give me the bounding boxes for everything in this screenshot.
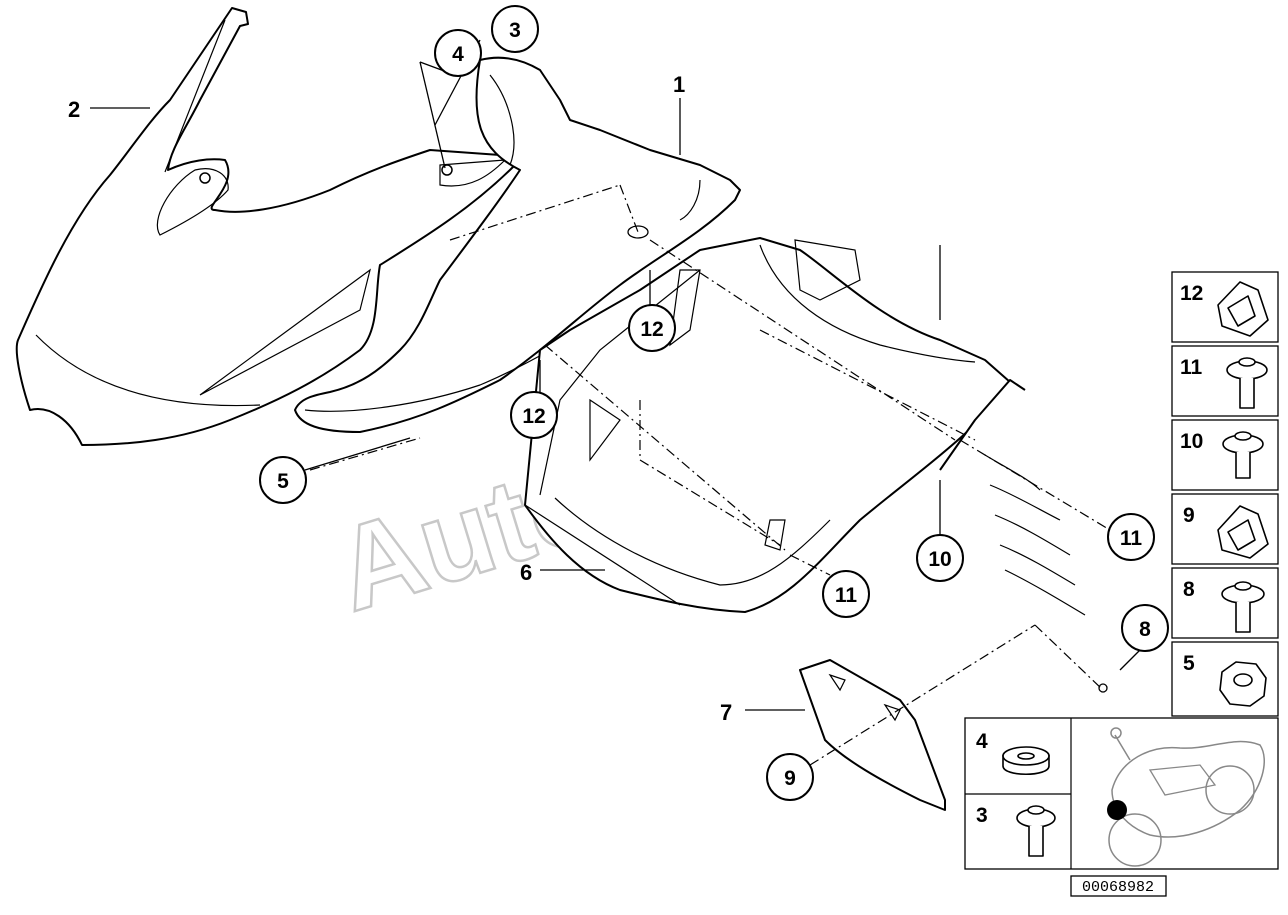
svg-text:8: 8: [1183, 578, 1195, 601]
svg-text:12: 12: [1180, 282, 1203, 305]
svg-text:5: 5: [277, 470, 289, 493]
hardware-legend: 12 11 10: [1171, 271, 1279, 717]
callout-10: 10: [916, 534, 964, 582]
callout-6: 6: [520, 560, 532, 585]
svg-text:4: 4: [976, 730, 988, 753]
part-cover-plate: [799, 659, 946, 811]
svg-text:10: 10: [1180, 430, 1203, 453]
legend-item-11: 11: [1171, 345, 1279, 417]
svg-text:11: 11: [835, 584, 858, 607]
washer-icon: [1002, 746, 1050, 775]
legend-item-10: 10: [1171, 419, 1279, 491]
reference-number-box: 00068982: [1070, 875, 1167, 897]
lower-legend: 4 3: [964, 717, 1279, 870]
callout-12-lower: 12: [510, 391, 558, 439]
svg-text:11: 11: [1120, 527, 1143, 550]
svg-text:3: 3: [976, 804, 988, 827]
svg-text:5: 5: [1183, 652, 1195, 675]
svg-text:10: 10: [928, 548, 951, 571]
screw-icon: [1222, 431, 1264, 479]
clip-nut-icon: [1217, 281, 1269, 337]
callout-7: 7: [720, 700, 732, 725]
legend-item-9: 9: [1171, 493, 1279, 565]
callout-12-upper: 12: [628, 304, 676, 352]
legend-item-5: 5: [1171, 641, 1279, 717]
legend-item-3: 3: [976, 804, 1056, 857]
legend-item-8: 8: [1171, 567, 1279, 639]
location-marker-icon: [1107, 800, 1127, 820]
clip-nut-icon: [1217, 505, 1269, 559]
callout-11-front: 11: [822, 570, 870, 618]
svg-text:3: 3: [509, 19, 521, 42]
motorcycle-locator-icon: [1107, 727, 1265, 867]
legend-item-12: 12: [1171, 271, 1279, 343]
legend-item-4: 4: [976, 730, 1050, 775]
callout-3: 3: [491, 5, 539, 53]
svg-text:12: 12: [522, 405, 545, 428]
reference-number: 00068982: [1082, 879, 1154, 896]
callout-4: 4: [434, 29, 482, 77]
callout-2: 2: [68, 97, 80, 122]
screw-icon: [1221, 581, 1265, 633]
hex-nut-icon: [1219, 661, 1267, 707]
assembly-lines: [309, 184, 1111, 766]
callout-5: 5: [259, 456, 307, 504]
part-front-fairing: [15, 7, 516, 446]
svg-text:12: 12: [640, 318, 663, 341]
svg-text:9: 9: [784, 767, 796, 790]
part-rear-fender: [939, 379, 1108, 693]
svg-text:11: 11: [1180, 356, 1203, 379]
callout-1: 1: [673, 72, 685, 97]
svg-text:9: 9: [1183, 504, 1195, 527]
screw-icon: [1226, 357, 1268, 409]
svg-text:8: 8: [1139, 618, 1151, 641]
callout-9: 9: [766, 753, 814, 801]
callout-11-rear: 11: [1107, 513, 1155, 561]
callout-8: 8: [1121, 604, 1169, 652]
screw-icon: [1016, 805, 1056, 857]
svg-text:4: 4: [452, 43, 464, 66]
